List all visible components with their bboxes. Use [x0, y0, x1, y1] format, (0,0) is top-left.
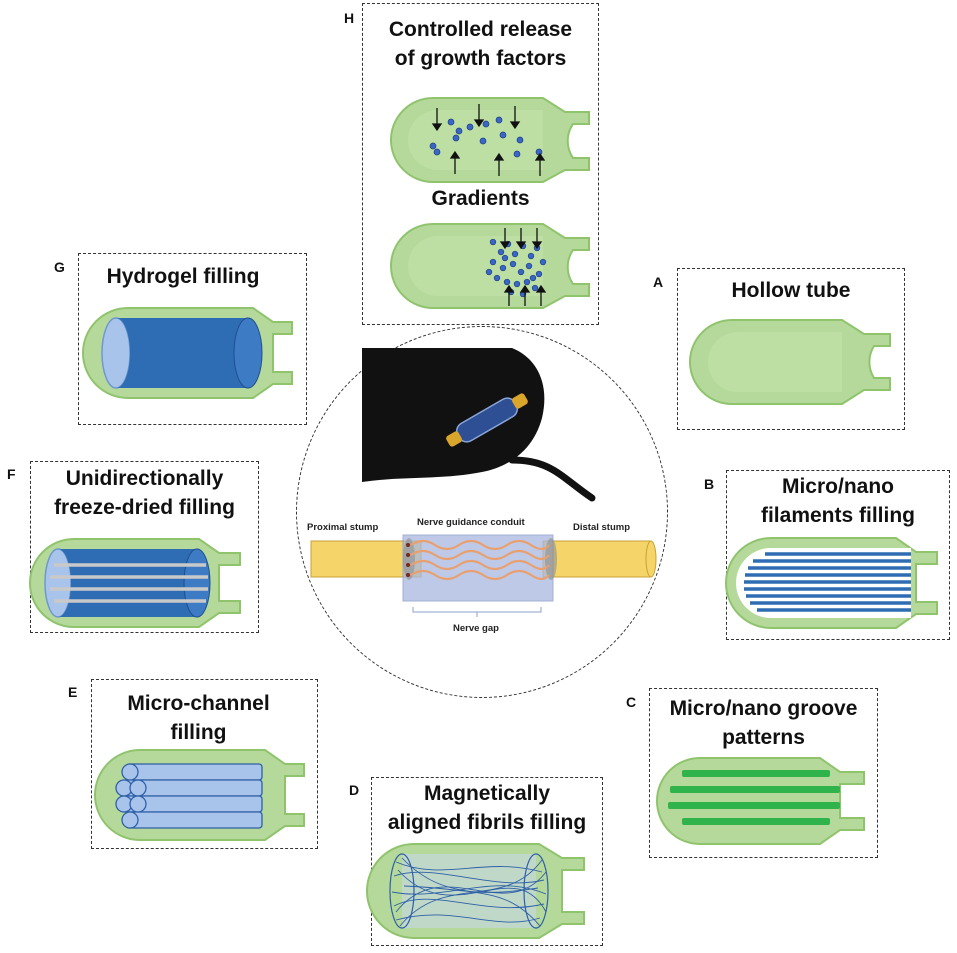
filaments [744, 552, 911, 612]
panel-b-title-line1: Micro/nano [781, 475, 894, 498]
label-distal: Distal stump [573, 522, 630, 533]
nerve-conduit-diagram: Proximal stump Nerve guidance conduit Di… [307, 517, 657, 634]
panel-h-title-line1: Controlled release [388, 18, 573, 41]
panel-letter-b: B [704, 476, 715, 492]
label-conduit: Nerve guidance conduit [417, 517, 526, 528]
panel-h-title: Controlled release of growth factors [362, 15, 599, 73]
rat-tail [508, 456, 596, 502]
panel-c-title: Micro/nano groove patterns [649, 694, 878, 752]
panel-d-title: Magnetically aligned fibrils filling [371, 779, 603, 837]
panel-letter-a: A [653, 274, 664, 290]
panel-b-tube [725, 537, 938, 629]
micro-channels [115, 763, 263, 829]
panel-e-title-line2: filling [170, 721, 227, 744]
panel-c-title-line2: patterns [722, 726, 805, 749]
panel-d-title-line2: aligned fibrils filling [387, 811, 587, 834]
guidance-conduit [402, 534, 554, 602]
label-gap: Nerve gap [453, 623, 499, 634]
panel-f-title-line2: freeze-dried filling [54, 496, 235, 519]
panel-b-title-line2: filaments filling [760, 504, 915, 527]
panel-f-title: Unidirectionally freeze-dried filling [30, 464, 259, 522]
panel-letter-d: D [349, 782, 360, 798]
panel-h-title-line2: of growth factors [394, 47, 567, 70]
panel-d-tube [366, 843, 585, 939]
panel-letter-f: F [7, 466, 16, 482]
panel-d-title-line1: Magnetically [423, 782, 551, 805]
panel-h-gradient-tube [390, 223, 590, 309]
regenerating-axons [410, 539, 550, 581]
conduit-on-rat [446, 393, 528, 447]
panel-letter-g: G [54, 259, 65, 275]
freeze-dried-channels [50, 563, 208, 603]
panel-g-tube [82, 307, 293, 399]
gradient-arrows [499, 228, 547, 306]
panel-h-subtitle: Gradients [431, 187, 530, 210]
panel-c-title-line1: Micro/nano groove [669, 697, 858, 720]
label-proximal: Proximal stump [307, 522, 378, 533]
panel-h-release-tube [390, 97, 590, 183]
distal-stump [542, 540, 652, 578]
panel-g-title: Hydrogel filling [106, 265, 260, 288]
panel-b-title: Micro/nano filaments filling [726, 472, 950, 530]
panel-f-tube [29, 538, 241, 628]
magnetic-fibrils [391, 857, 547, 927]
panel-e-title: Micro-channel filling [91, 689, 306, 747]
panel-c-tube [656, 757, 865, 845]
panel-letter-c: C [626, 694, 637, 710]
release-arrows [431, 104, 546, 176]
panel-a-title: Hollow tube [731, 279, 851, 302]
gap-bracket [412, 607, 542, 617]
panel-letter-e: E [68, 684, 78, 700]
panel-f-title-line1: Unidirectionally [65, 467, 224, 490]
panel-letter-h: H [344, 10, 355, 26]
rat-illustration [362, 348, 596, 502]
center-circle [296, 326, 668, 698]
rat-body [362, 348, 545, 482]
panel-e-tube [94, 749, 305, 841]
panel-a-tube [689, 319, 891, 405]
panel-e-title-line1: Micro-channel [127, 692, 270, 715]
grooves [668, 770, 840, 825]
release-dots [429, 116, 543, 158]
